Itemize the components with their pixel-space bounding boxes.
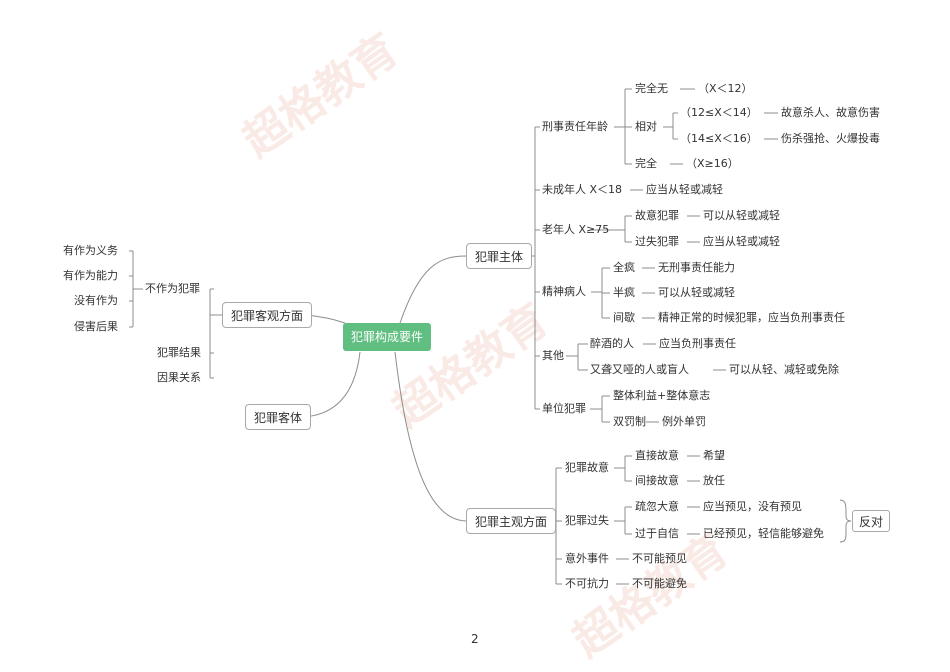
age-relative-crimes-b: 伤杀强抢、火爆投毒 (781, 132, 880, 145)
node-negligence[interactable]: 犯罪过失 (565, 514, 609, 527)
node-minor[interactable]: 未成年人 X＜18 (542, 183, 623, 196)
node-elderly[interactable]: 老年人 X≥75 (542, 223, 610, 236)
node-result[interactable]: 犯罪结果 (157, 346, 201, 359)
mental-half-label[interactable]: 半疯 (613, 286, 635, 299)
age-full-label[interactable]: 完全 (635, 157, 657, 170)
age-relative-range-a: （12≤X＜14） (680, 106, 758, 119)
omission-item[interactable]: 有作为义务 (63, 244, 118, 257)
negligence-careless-note: 应当预见，没有预见 (703, 500, 802, 513)
age-relative-label[interactable]: 相对 (635, 120, 657, 133)
unit-b-label[interactable]: 双罚制 (613, 415, 646, 428)
elderly-intent-note: 可以从轻或减轻 (703, 209, 780, 222)
age-relative-crimes-a: 故意杀人、故意伤害 (781, 106, 880, 119)
force-note: 不可能避免 (632, 577, 687, 590)
other-drunk-label[interactable]: 醉酒的人 (590, 337, 634, 350)
omission-item[interactable]: 有作为能力 (63, 269, 118, 282)
elderly-negligence-label[interactable]: 过失犯罪 (635, 235, 679, 248)
negligence-overconfident-label[interactable]: 过于自信 (635, 527, 679, 540)
unit-a[interactable]: 整体利益+整体意志 (613, 389, 711, 402)
mental-intermittent-note: 精神正常的时候犯罪，应当负刑事责任 (658, 311, 845, 324)
intent-indirect-note: 放任 (703, 474, 725, 487)
age-full-value: （X≥16） (686, 157, 739, 170)
elderly-negligence-note: 应当从轻或减轻 (703, 235, 780, 248)
node-other[interactable]: 其他 (542, 349, 564, 362)
negligence-careless-label[interactable]: 疏忽大意 (635, 500, 679, 513)
mental-half-note: 可以从轻或减轻 (658, 286, 735, 299)
node-object[interactable]: 犯罪客体 (245, 404, 312, 430)
node-intent[interactable]: 犯罪故意 (565, 461, 609, 474)
node-objective-aspect[interactable]: 犯罪客观方面 (222, 302, 313, 328)
node-omission[interactable]: 不作为犯罪 (145, 282, 200, 295)
intent-direct-note: 希望 (703, 449, 725, 462)
elderly-intent-label[interactable]: 故意犯罪 (635, 209, 679, 222)
watermark: 超格教育 (383, 294, 558, 438)
node-subjective[interactable]: 犯罪主观方面 (466, 508, 557, 534)
other-deafmute-label[interactable]: 又聋又哑的人或盲人 (590, 363, 689, 376)
mental-intermittent-label[interactable]: 间歇 (613, 311, 635, 324)
node-mental[interactable]: 精神病人 (542, 285, 586, 298)
other-drunk-note: 应当负刑事责任 (659, 337, 736, 350)
mental-full-note: 无刑事责任能力 (658, 261, 735, 274)
intent-direct-label[interactable]: 直接故意 (635, 449, 679, 462)
node-force[interactable]: 不可抗力 (565, 577, 609, 590)
page-number: 2 (471, 632, 479, 646)
opposite-label[interactable]: 反对 (852, 510, 891, 532)
accident-note: 不可能预见 (632, 552, 687, 565)
unit-b-note: 例外单罚 (662, 415, 706, 428)
node-unit[interactable]: 单位犯罪 (542, 402, 586, 415)
age-none-label[interactable]: 完全无 (635, 82, 668, 95)
age-none-value: （X＜12） (698, 82, 753, 95)
mental-full-label[interactable]: 全疯 (613, 261, 635, 274)
node-accident[interactable]: 意外事件 (565, 552, 609, 565)
intent-indirect-label[interactable]: 间接故意 (635, 474, 679, 487)
other-deafmute-note: 可以从轻、减轻或免除 (729, 363, 839, 376)
root-node[interactable]: 犯罪构成要件 (343, 323, 432, 351)
age-relative-range-b: （14≤X＜16） (680, 132, 758, 145)
negligence-overconfident-note: 已经预见，轻信能够避免 (703, 527, 824, 540)
minor-note: 应当从轻或减轻 (646, 183, 723, 196)
node-causality[interactable]: 因果关系 (157, 371, 201, 384)
omission-item[interactable]: 没有作为 (74, 294, 118, 307)
omission-item[interactable]: 侵害后果 (74, 320, 118, 333)
node-subject[interactable]: 犯罪主体 (466, 243, 533, 269)
node-age[interactable]: 刑事责任年龄 (542, 120, 608, 133)
watermark: 超格教育 (233, 24, 408, 168)
